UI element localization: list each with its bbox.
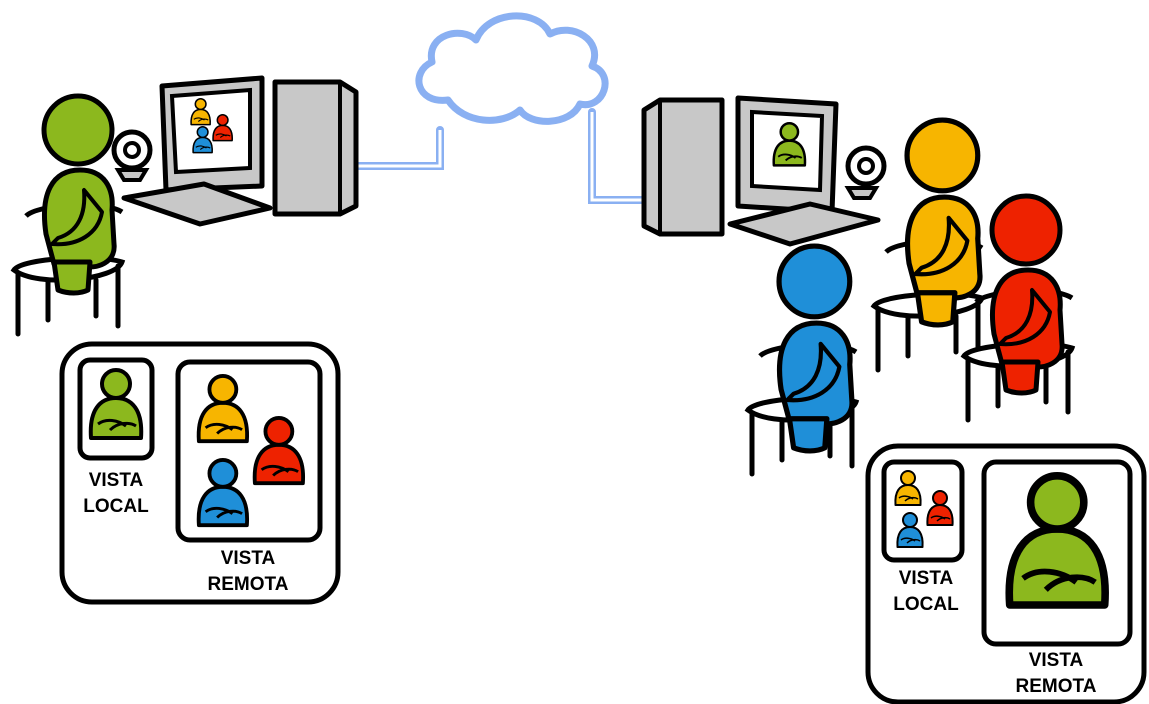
left-view-panel: VISTA LOCAL VISTA REMOTA xyxy=(62,344,338,602)
computer-tower-right xyxy=(644,100,722,234)
right-remote-label-line1: VISTA xyxy=(1029,650,1084,671)
network-link-left xyxy=(358,130,440,166)
left-site xyxy=(14,78,356,334)
left-remote-label-line2: REMOTA xyxy=(208,574,289,595)
webcam-right-icon xyxy=(848,148,884,198)
left-remote-label-line1: VISTA xyxy=(221,548,276,569)
network-link-right xyxy=(592,112,648,200)
right-local-label-line2: LOCAL xyxy=(893,594,959,615)
person-right-yellow xyxy=(874,120,982,370)
person-left-green xyxy=(14,96,122,334)
computer-tower-left xyxy=(275,82,356,214)
cloud-icon xyxy=(419,16,605,121)
right-view-panel: VISTA LOCAL VISTA REMOTA xyxy=(868,446,1144,702)
keyboard-right xyxy=(730,204,878,244)
left-local-label-line1: VISTA xyxy=(89,470,144,491)
monitor-right xyxy=(738,98,836,212)
webcam-left-icon xyxy=(114,132,150,180)
keyboard-left xyxy=(124,184,270,224)
person-right-blue xyxy=(748,246,856,474)
monitor-left xyxy=(162,78,262,190)
right-local-label-line1: VISTA xyxy=(899,568,954,589)
right-site xyxy=(644,98,1072,474)
left-local-label-line2: LOCAL xyxy=(83,496,149,517)
right-remote-label-line2: REMOTA xyxy=(1016,676,1097,697)
